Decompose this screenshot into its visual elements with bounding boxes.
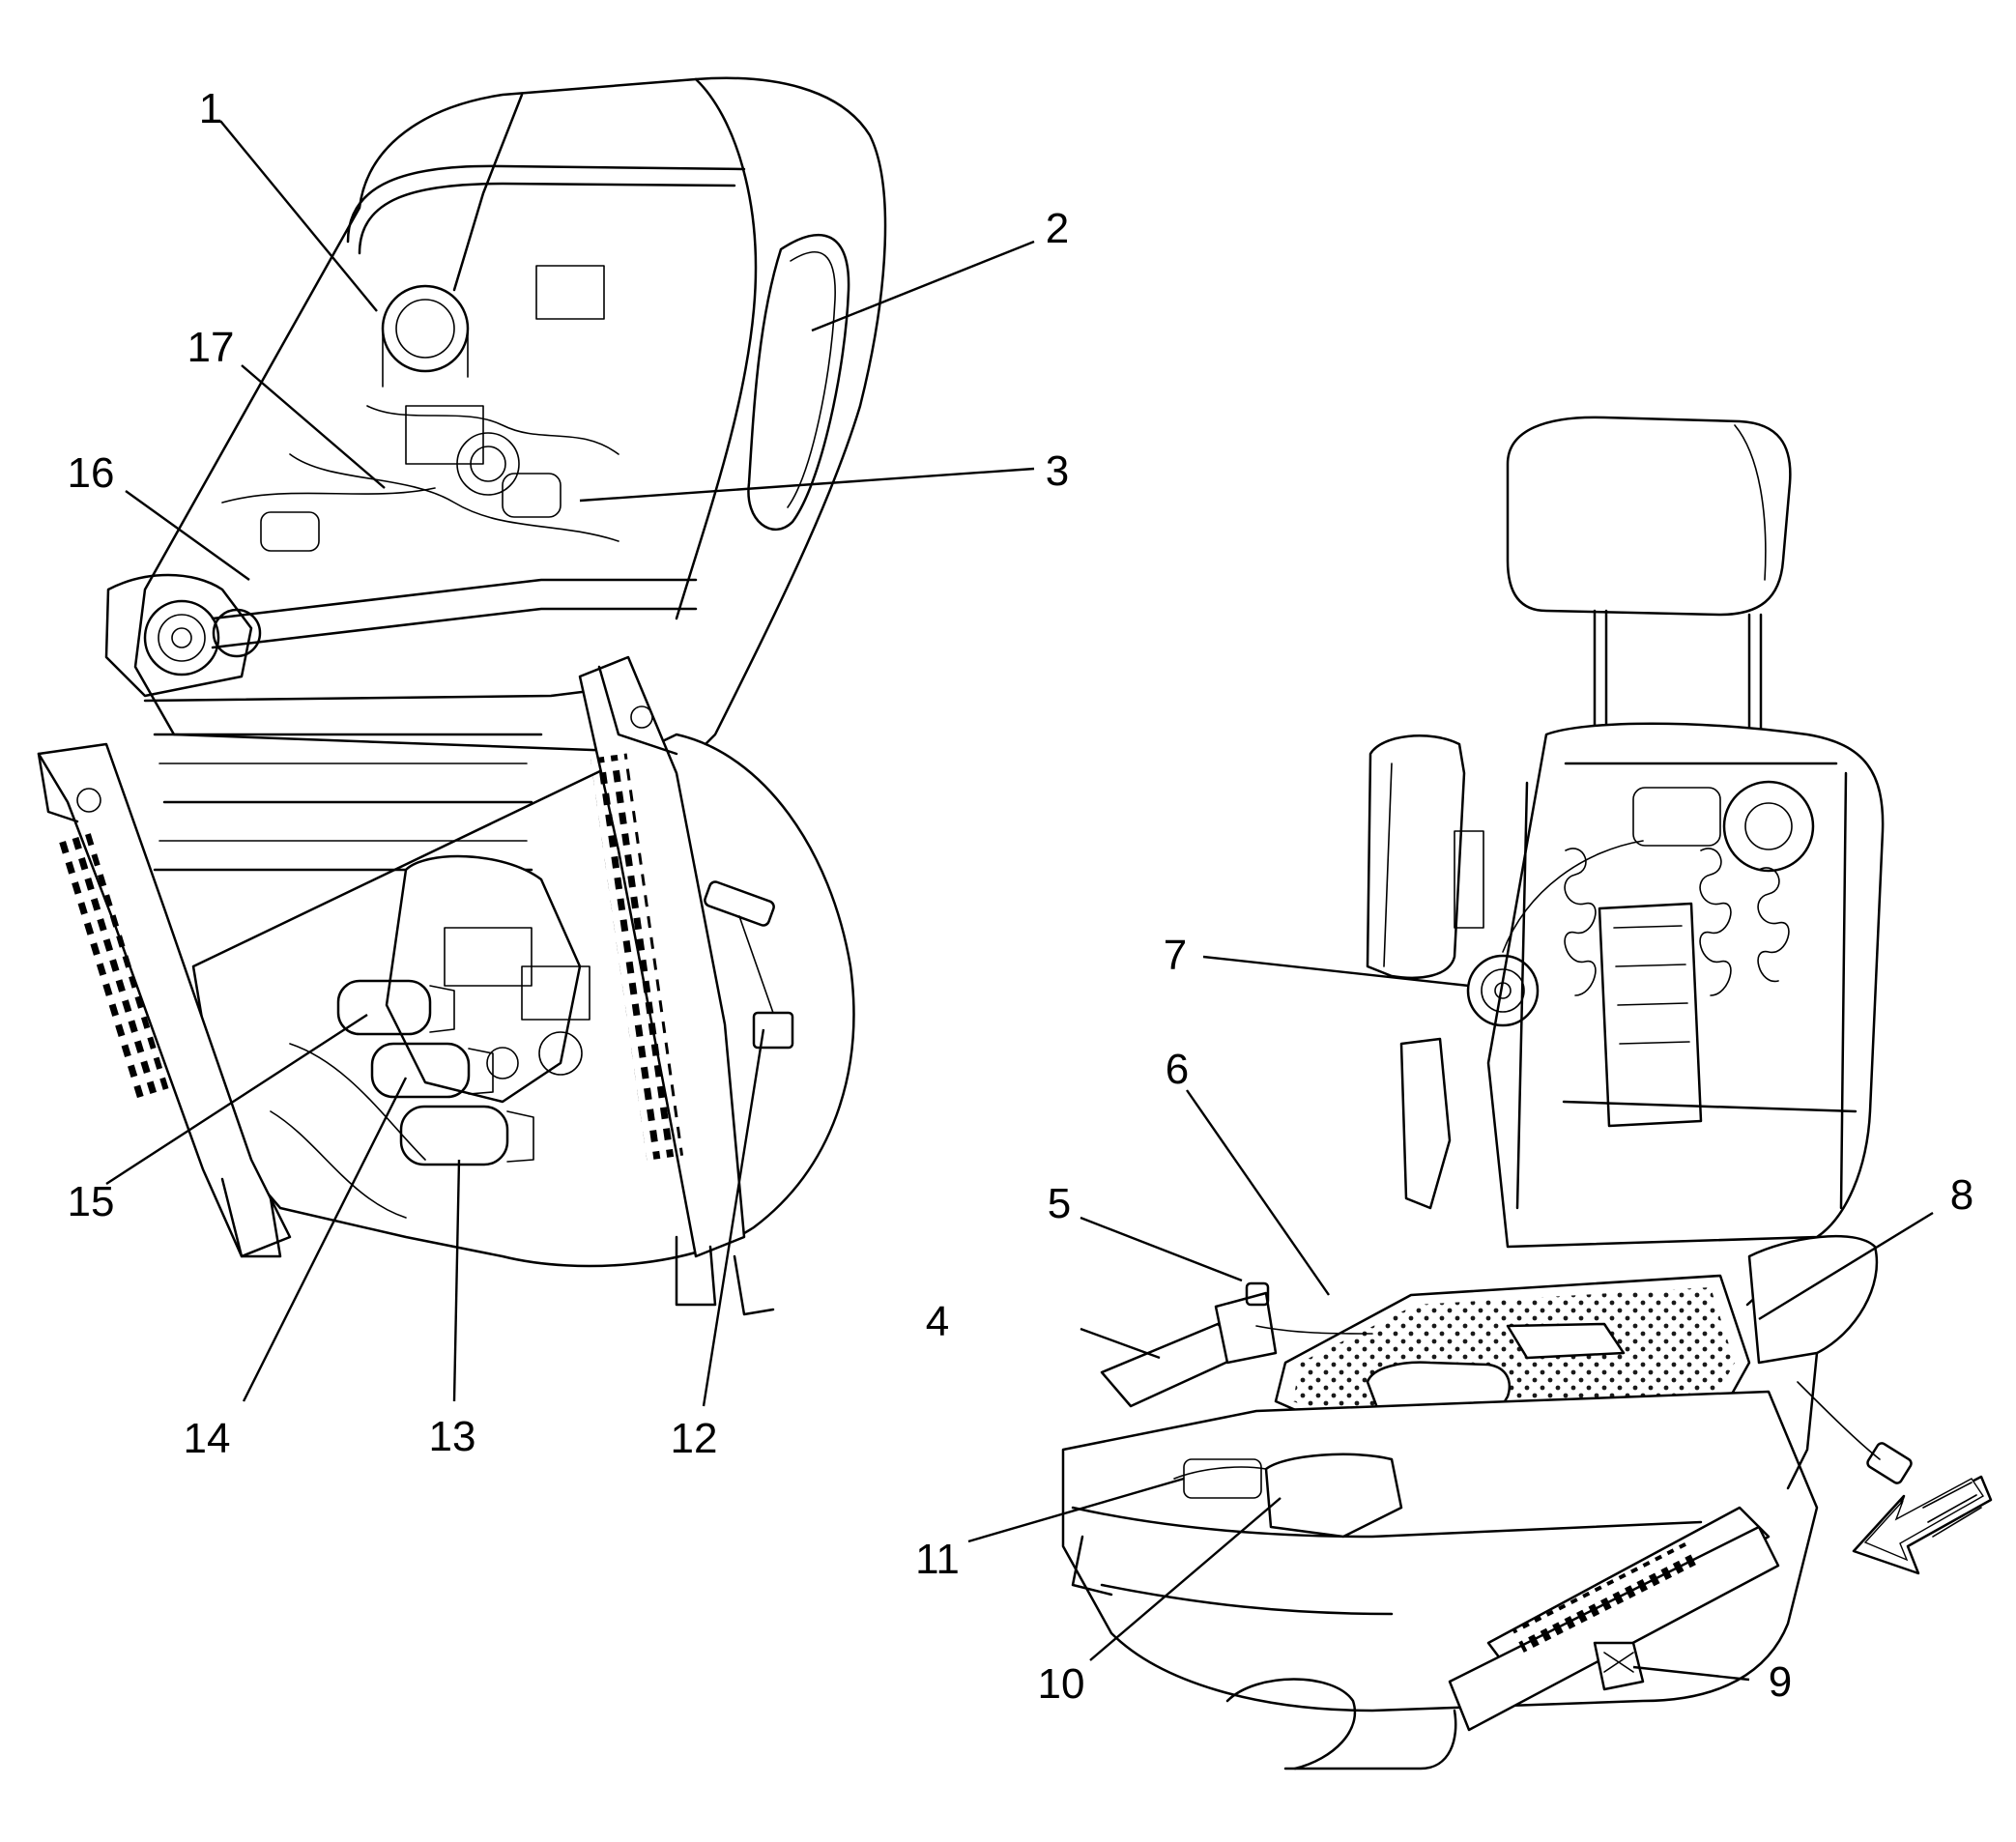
leader-line-1 — [219, 120, 378, 312]
callout-numbers: 1 2 3 4 5 6 7 8 9 10 11 12 13 14 15 16 1… — [68, 85, 1974, 1708]
callout-15: 15 — [68, 1178, 115, 1225]
leader-line-6 — [1186, 1089, 1330, 1296]
leader-lines — [105, 120, 1934, 1682]
leader-line-7 — [1202, 955, 1470, 988]
callout-8: 8 — [1950, 1171, 1973, 1219]
callout-9: 9 — [1769, 1658, 1792, 1706]
callout-16: 16 — [68, 449, 115, 497]
callout-6: 6 — [1166, 1046, 1189, 1093]
right-seat-assembly-illustration — [1061, 416, 1993, 1770]
leader-line-3 — [579, 467, 1035, 503]
leader-line-15 — [105, 1013, 368, 1186]
callout-13: 13 — [429, 1413, 476, 1460]
callout-7: 7 — [1164, 932, 1187, 979]
leader-line-9 — [1632, 1665, 1750, 1682]
leader-line-2 — [811, 240, 1035, 332]
callout-2: 2 — [1046, 205, 1069, 252]
callout-5: 5 — [1048, 1180, 1071, 1227]
leader-line-11 — [967, 1477, 1185, 1543]
callout-1: 1 — [199, 85, 222, 132]
leader-line-13 — [452, 1159, 461, 1402]
leader-line-4 — [1080, 1327, 1161, 1360]
callout-14: 14 — [184, 1415, 231, 1462]
callout-10: 10 — [1038, 1660, 1085, 1708]
leader-line-12 — [702, 1028, 765, 1407]
callout-4: 4 — [926, 1298, 949, 1345]
forward-direction-arrow — [1852, 1475, 1993, 1575]
leader-line-16 — [125, 490, 250, 581]
leader-line-10 — [1089, 1497, 1282, 1661]
callout-12: 12 — [671, 1415, 718, 1462]
leader-line-8 — [1758, 1211, 1934, 1321]
callout-3: 3 — [1046, 447, 1069, 495]
callout-11: 11 — [915, 1536, 960, 1583]
leader-line-5 — [1080, 1216, 1243, 1282]
leader-line-14 — [242, 1077, 408, 1402]
callout-17: 17 — [187, 324, 235, 371]
leader-line-17 — [241, 364, 386, 489]
left-seat-frame-illustration — [37, 76, 887, 1316]
